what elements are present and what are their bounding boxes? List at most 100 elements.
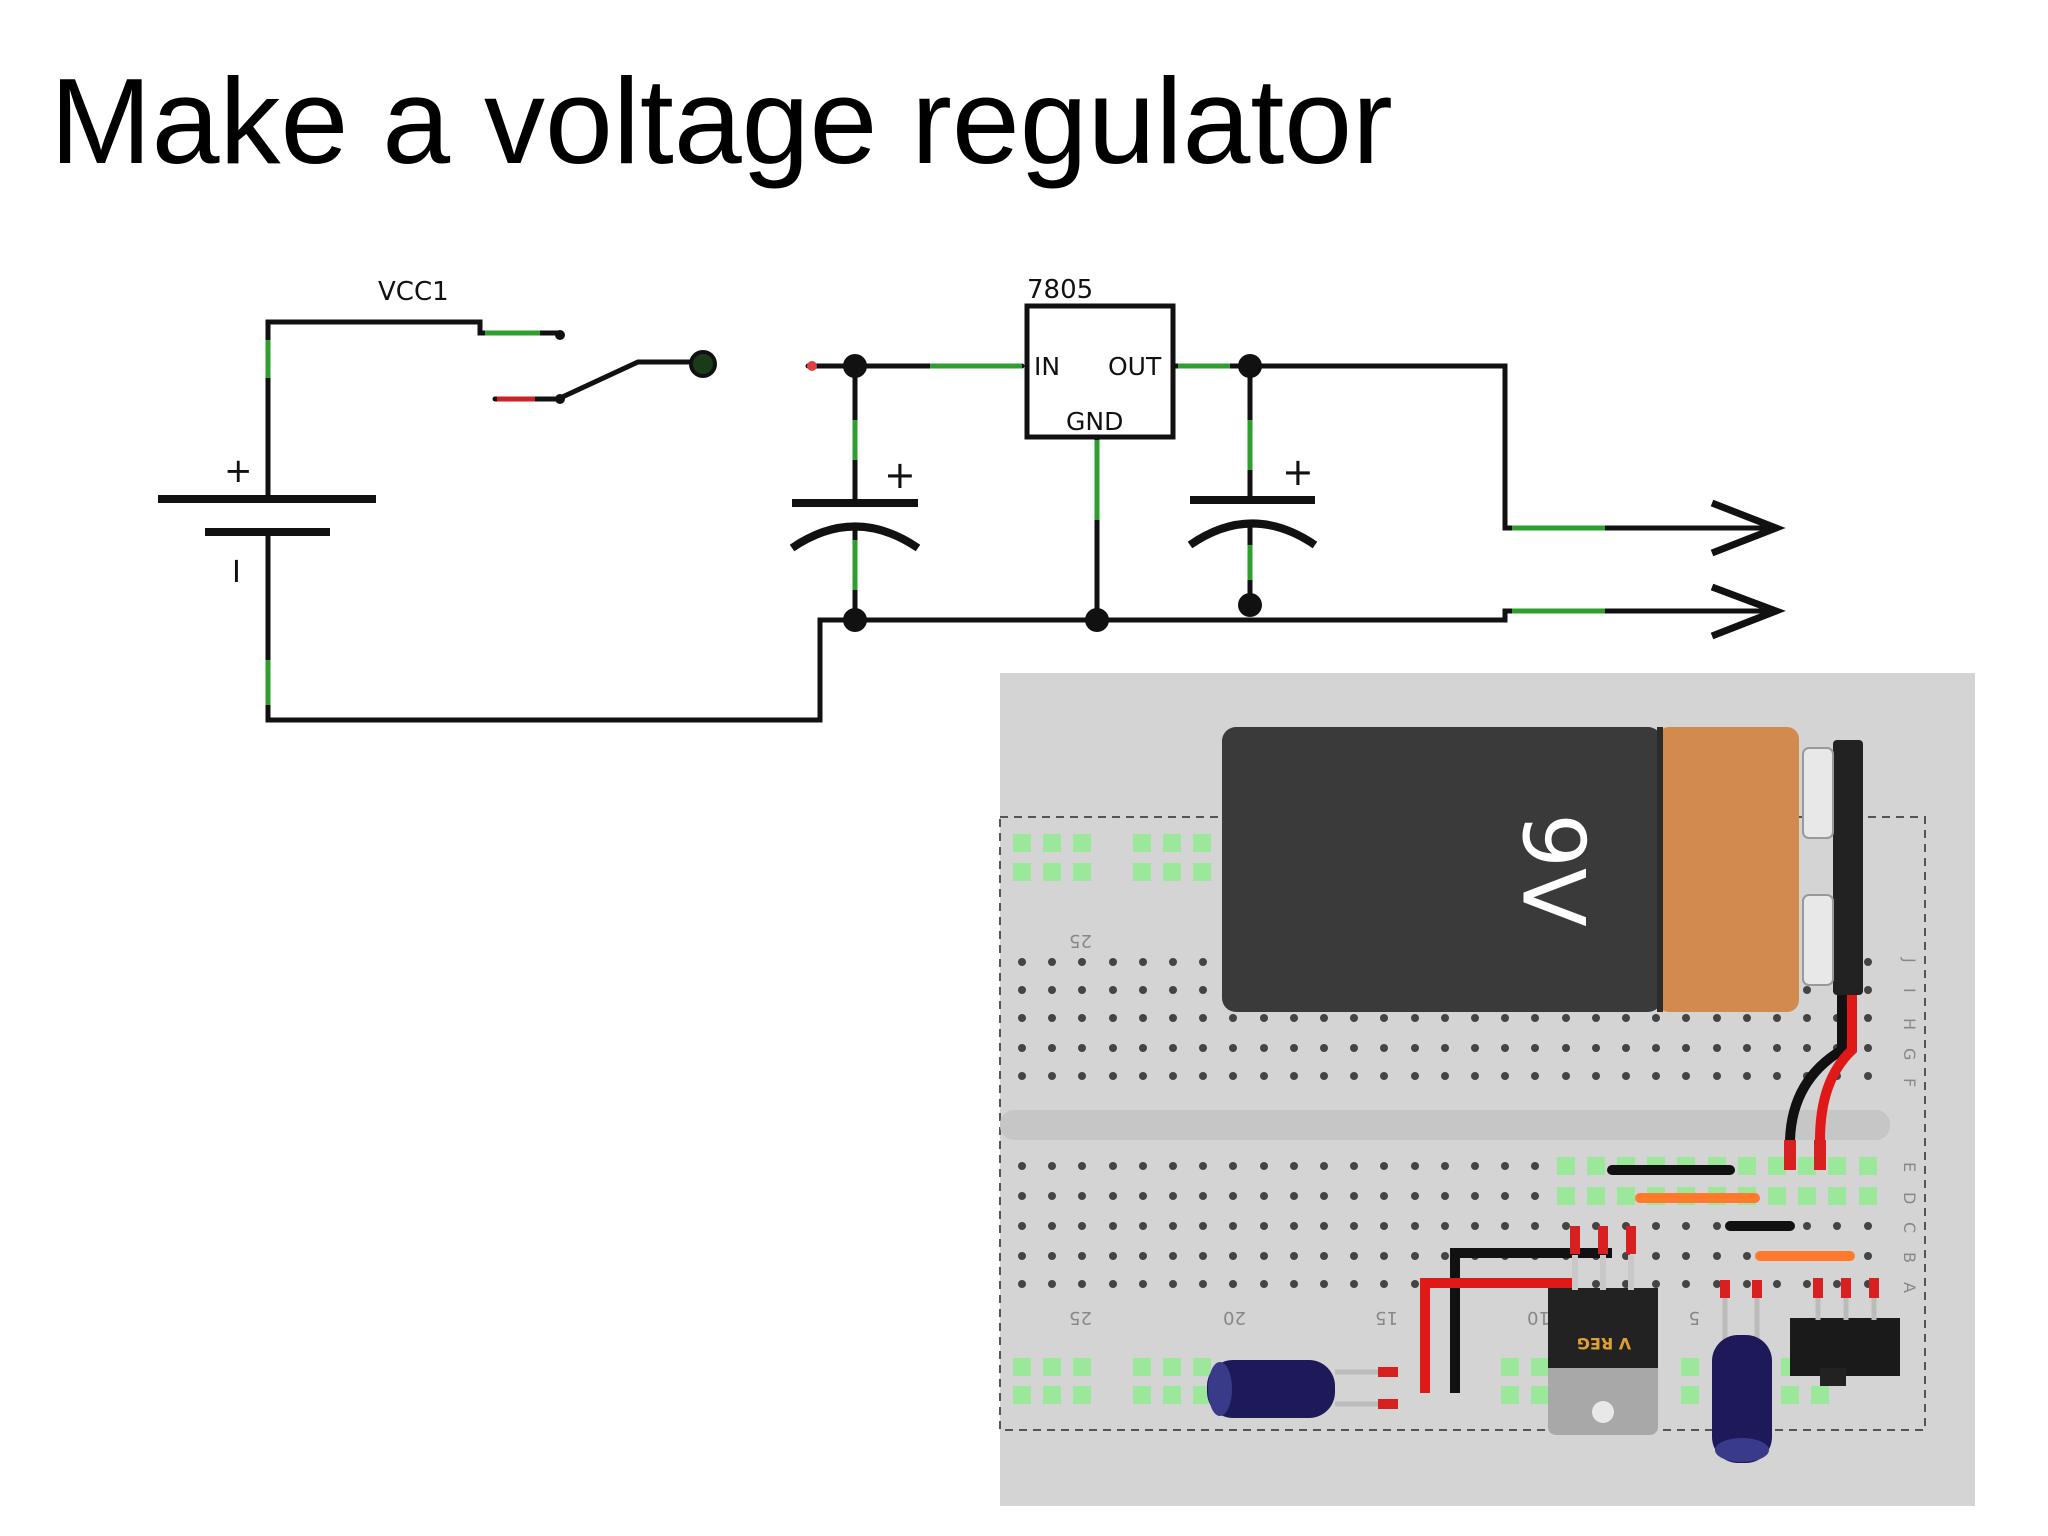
breadboard-hole [1018,1222,1026,1230]
capacitor-horizontal [1207,1360,1335,1418]
breadboard-hole [1018,1192,1026,1200]
breadboard-hole [1380,1252,1388,1260]
breadboard-hole [1169,1222,1177,1230]
slide-title: Make a voltage regulator [50,53,1393,189]
row-letter: G [1900,1048,1919,1060]
breadboard-hole-highlight [1163,863,1181,881]
row-letter: A [1900,1282,1919,1293]
breadboard-hole [1864,1014,1872,1022]
breadboard-hole-highlight [1617,1187,1635,1205]
breadboard-hole [1501,1162,1509,1170]
column-number: 25 [1069,1307,1092,1328]
breadboard-hole [1320,1072,1328,1080]
breadboard-hole [1018,1252,1026,1260]
capacitor-lead-tip [1378,1367,1398,1377]
breadboard-hole [1531,1162,1539,1170]
breadboard-hole [1471,1072,1479,1080]
wire-tip-red [1814,1140,1826,1170]
breadboard-hole [1048,958,1056,966]
breadboard-hole [1078,1280,1086,1288]
breadboard-hole-highlight [1798,1187,1816,1205]
breadboard-hole [1048,1222,1056,1230]
jumper-black-long [1450,1248,1612,1393]
breadboard-hole [1018,1280,1026,1288]
switch-pin-top [555,330,565,340]
breadboard-hole-highlight [1768,1157,1786,1175]
junction [843,354,867,378]
breadboard-hole-highlight [1043,1386,1061,1404]
switch-leg-tip [1813,1278,1823,1298]
regulator-leg-tip [1598,1226,1608,1254]
breadboard-hole [1199,958,1207,966]
breadboard-hole [1531,1222,1539,1230]
breadboard-hole [1562,1014,1570,1022]
breadboard-hole-highlight [1781,1386,1799,1404]
breadboard-hole [1109,1072,1117,1080]
breadboard-hole-highlight [1859,1187,1877,1205]
breadboard-hole [1501,1222,1509,1230]
breadboard-hole [1169,1014,1177,1022]
breadboard-hole [1380,1280,1388,1288]
breadboard-hole [1411,1192,1419,1200]
breadboard-hole [1018,1072,1026,1080]
breadboard-hole [1048,1014,1056,1022]
breadboard-hole [1562,1044,1570,1052]
breadboard-hole [1531,1044,1539,1052]
breadboard-hole [1441,1252,1449,1260]
breadboard-hole [1864,1222,1872,1230]
breadboard-hole [1169,1192,1177,1200]
breadboard-hole [1350,1280,1358,1288]
cap2-curve [1187,519,1318,549]
capacitor-end [1715,1438,1769,1462]
breadboard-hole [1622,1044,1630,1052]
breadboard-hole [1199,1280,1207,1288]
breadboard-hole [1320,1252,1328,1260]
breadboard-hole [1713,1044,1721,1052]
breadboard-hole [1803,1222,1811,1230]
regulator-in-label: IN [1034,352,1060,381]
wire-battery-bottom [265,529,858,723]
breadboard-hole-highlight [1133,834,1151,852]
breadboard-hole-highlight [1501,1386,1519,1404]
breadboard-hole [1169,1044,1177,1052]
breadboard-hole-highlight [1043,1358,1061,1376]
capacitor-end [1208,1362,1232,1416]
breadboard-hole [1139,986,1147,994]
breadboard-hole [1743,1280,1751,1288]
breadboard-hole [1471,1014,1479,1022]
breadboard-hole [1350,1072,1358,1080]
breadboard-hole [1411,1252,1419,1260]
breadboard-hole [1652,1072,1660,1080]
breadboard-hole-highlight [1798,1157,1816,1175]
breadboard-hole [1441,1072,1449,1080]
breadboard-hole [1199,1162,1207,1170]
breadboard-hole [1290,1072,1298,1080]
breadboard-hole [1320,1014,1328,1022]
breadboard-hole-highlight [1133,1358,1151,1376]
breadboard-hole [1622,1014,1630,1022]
breadboard-hole-highlight [1828,1157,1846,1175]
breadboard-hole [1350,1162,1358,1170]
column-number: 20 [1223,1307,1246,1328]
breadboard-hole [1139,1014,1147,1022]
battery-text: 9V [1503,813,1603,927]
breadboard-hole [1260,1222,1268,1230]
breadboard-hole [1290,1280,1298,1288]
breadboard-hole-highlight [1043,863,1061,881]
breadboard-hole [1411,1280,1419,1288]
jumper-red-long [1420,1278,1575,1393]
breadboard-hole [1169,1162,1177,1170]
breadboard-hole [1803,1014,1811,1022]
breadboard-hole [1411,1014,1419,1022]
breadboard-hole [1652,1222,1660,1230]
breadboard-hole [1441,1044,1449,1052]
breadboard-hole [1682,1044,1690,1052]
breadboard-hole [1078,1072,1086,1080]
wire-ground-bus [852,608,1773,623]
breadboard-hole [1380,1072,1388,1080]
breadboard-hole [1018,958,1026,966]
breadboard-hole [1109,986,1117,994]
breadboard-hole [1713,1280,1721,1288]
regulator-box [1024,303,1176,440]
breadboard-hole [1592,1280,1600,1288]
